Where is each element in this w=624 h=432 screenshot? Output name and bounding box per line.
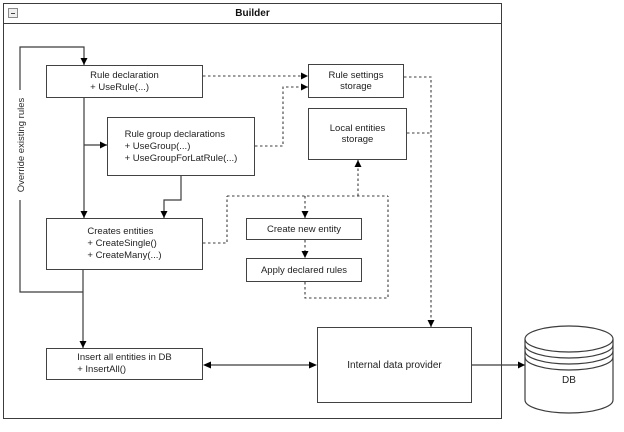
builder-titlebar: Builder bbox=[4, 4, 501, 24]
node-label: Apply declared rules bbox=[260, 264, 348, 276]
node-local-entities-storage[interactable]: Local entities storage bbox=[308, 108, 407, 160]
node-method: + CreateMany(...) bbox=[87, 250, 162, 261]
node-method: + UseGroupForLatRule(...) bbox=[124, 152, 238, 164]
db-stack-line-1 bbox=[524, 344, 614, 359]
db-label: DB bbox=[562, 375, 576, 386]
builder-title: Builder bbox=[235, 8, 270, 19]
db-top-ellipse bbox=[524, 325, 614, 353]
db-stack-line-2 bbox=[524, 350, 614, 365]
node-method: + UseRule(...) bbox=[90, 81, 150, 93]
db-stack-line-3 bbox=[524, 356, 614, 371]
node-label: Rule settings storage bbox=[328, 70, 384, 92]
node-rule-declaration[interactable]: Rule declaration + UseRule(...) bbox=[46, 65, 203, 98]
edge-label-override-existing-rules: Override existing rules bbox=[15, 90, 29, 200]
node-title: Rule group declarations bbox=[124, 128, 225, 140]
node-title: Insert all entities in DB bbox=[77, 352, 172, 363]
node-rule-group-declarations[interactable]: Rule group declarations + UseGroup(...) … bbox=[107, 117, 255, 176]
node-title: Creates entities bbox=[87, 226, 154, 237]
node-label: Local entities storage bbox=[329, 123, 386, 145]
node-rule-settings-storage[interactable]: Rule settings storage bbox=[308, 64, 404, 98]
node-method: + UseGroup(...) bbox=[124, 140, 191, 152]
node-insert-all-entities[interactable]: Insert all entities in DB + InsertAll() bbox=[46, 348, 203, 380]
node-method: + InsertAll() bbox=[77, 364, 127, 375]
node-label: Create new entity bbox=[267, 223, 341, 235]
node-title: Rule declaration bbox=[90, 69, 159, 81]
db-cylinder[interactable] bbox=[524, 325, 614, 414]
node-label: Internal data provider bbox=[347, 359, 442, 371]
node-apply-declared-rules[interactable]: Apply declared rules bbox=[246, 258, 362, 282]
collapse-icon[interactable] bbox=[8, 8, 18, 18]
node-internal-data-provider[interactable]: Internal data provider bbox=[317, 327, 472, 403]
minus-glyph bbox=[11, 13, 15, 14]
node-method: + CreateSingle() bbox=[87, 238, 157, 249]
node-create-new-entity[interactable]: Create new entity bbox=[246, 218, 362, 240]
node-creates-entities[interactable]: Creates entities + CreateSingle() + Crea… bbox=[46, 218, 203, 270]
